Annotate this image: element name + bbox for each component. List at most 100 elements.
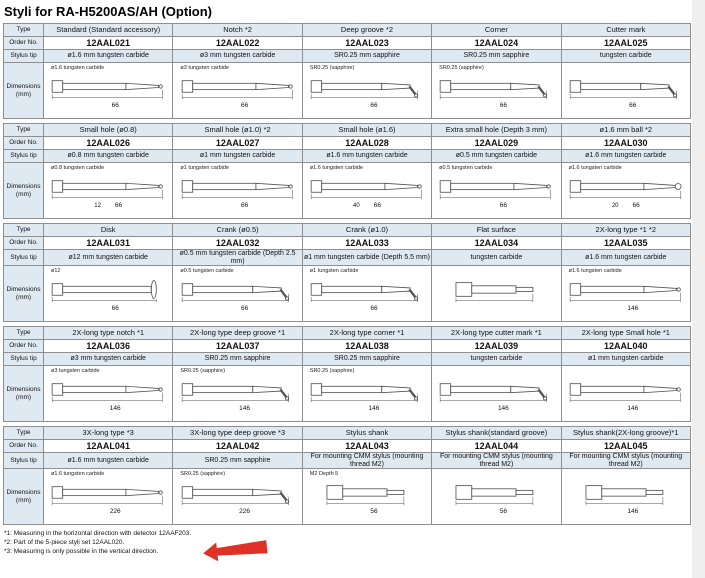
order-no-cell: 12AAL033 [301,236,433,250]
stylus-drawing [440,180,552,200]
order-no-cell: 12AAL031 [42,236,174,250]
row-label-order-no: Order No. [3,339,44,353]
length-dimension: 66 [240,202,249,209]
tip-annotation: SR0.25 (sapphire) [180,471,226,477]
stylus-drawing [181,80,293,100]
stylus-tip-cell: ø3 mm tungsten carbide [172,49,303,63]
dimension-values: 226 [44,508,172,517]
secondary-dimension: 20 [611,203,619,209]
type-cell: Notch *2 [172,23,303,37]
stylus-drawing [309,282,419,304]
order-no-cell: 12AAL039 [431,339,562,353]
row-label-dimensions: Dimensions (mm) [3,265,44,322]
page-edge [692,0,705,578]
dimension-cell [431,265,562,322]
stylus-drawing [439,382,549,404]
tip-annotation: SR0.25 (sapphire) [309,368,355,374]
stylus-tip-cell: tungsten carbide [431,352,562,366]
stylus-drawing [180,282,290,304]
dimension-cell: ø3 tungsten carbide 66 [172,62,303,119]
dimension-values: 66 [303,102,431,111]
stylus-tip-cell: For mounting CMM stylus (mounting thread… [560,452,692,469]
dimension-values: 146 [562,405,690,414]
styli-block-3: Type Disk Crank (ø0.5) Crank (ø1.0) Flat… [3,223,692,322]
type-cell: Cutter mark [560,23,692,37]
dimension-cell: 66 [560,62,692,119]
type-cell: Small hole (ø1.0) *2 [172,123,303,137]
length-dimension: 66 [629,102,637,109]
order-no-cell: 12AAL030 [560,136,692,150]
order-no-cell: 12AAL032 [172,236,303,250]
stylus-tip-cell: SR0.25 mm sapphire [301,49,433,63]
order-no-cell: 12AAL034 [431,236,562,250]
stylus-drawing [180,382,290,404]
tip-annotation: ø0.5 tungsten carbide [180,268,234,274]
footnote-1: *1: Measuring in the horizontal directio… [4,530,192,537]
order-no-cell: 12AAL036 [42,339,174,353]
tip-annotation: ø3 tungsten carbide [180,65,230,71]
length-dimension: 66 [370,102,378,109]
row-label-type: Type [3,426,44,440]
stylus-drawing [181,180,293,200]
type-cell: ø1.6 mm ball *2 [560,123,692,137]
order-no-cell: 12AAL025 [560,36,692,50]
length-dimension: 146 [627,305,639,312]
tip-annotation: ø1 tungsten carbide [180,165,230,171]
dimension-values: 146 [173,405,301,414]
row-label-type: Type [3,326,44,340]
row-label-order-no: Order No. [3,439,44,453]
stylus-drawing [51,80,163,100]
type-cell: Stylus shank(standard groove) [431,426,562,440]
length-dimension: 66 [240,102,249,109]
row-label-type: Type [3,123,44,137]
type-cell: 2X-long type deep groove *1 [172,326,303,340]
stylus-tip-cell: ø0.5 mm tungsten carbide [431,149,562,163]
row-label-type: Type [3,23,44,37]
stylus-tip-cell: SR0.25 mm sapphire [301,352,433,366]
dimension-cell: ø0.5 tungsten carbide 66 [431,162,562,219]
type-cell: 3X-long type *3 [42,426,174,440]
row-label-type: Type [3,223,44,237]
type-cell: Stylus shank [301,426,433,440]
row-label-stylus-tip: Stylus tip [3,452,44,469]
type-cell: 2X-long type cutter mark *1 [431,326,562,340]
dimension-values: 146 [562,305,690,314]
dimension-values: 146 [432,405,560,414]
stylus-tip-cell: ø1.6 mm tungsten carbide [560,249,692,266]
stylus-tip-cell: ø1 mm tungsten carbide (Depth 5.5 mm) [301,249,433,266]
length-dimension: 66 [240,305,249,312]
length-dimension: 66 [111,305,119,312]
secondary-dimension: 40 [353,203,360,209]
styli-block-1: Type Standard (Standard accessory) Notch… [3,23,692,119]
tip-annotation: ø1.6 tungsten carbide [51,65,105,71]
tip-annotation: ø12 [51,268,61,274]
stylus-tip-cell: ø1.6 mm tungsten carbide [560,149,692,163]
length-dimension: 66 [370,305,378,312]
dimension-values: 66 [173,102,301,111]
stylus-tip-cell: ø1.6 mm tungsten carbide [301,149,433,163]
stylus-drawing [569,180,682,200]
dimension-cell: ø3 tungsten carbide 146 [42,365,174,422]
length-dimension: 146 [239,405,251,412]
stylus-tip-cell: SR0.25 mm sapphire [172,452,303,469]
order-no-cell: 12AAL024 [431,36,562,50]
order-no-cell: 12AAL038 [301,339,433,353]
order-no-cell: 12AAL045 [560,439,692,453]
type-cell: Crank (ø1.0) [301,223,433,237]
stylus-tip-cell: tungsten carbide [431,249,562,266]
order-no-cell: 12AAL040 [560,339,692,353]
dimension-values: 66 [44,305,172,314]
stylus-tip-cell: ø1 mm tungsten carbide [560,352,692,366]
stylus-drawing [568,79,678,101]
stylus-drawing [585,485,664,506]
tip-annotation: M2 Depth 5 [309,471,339,477]
tip-annotation [562,366,690,375]
stylus-drawing [569,383,681,403]
length-dimension: 66 [114,202,123,209]
dimension-values: 66 [173,202,301,211]
